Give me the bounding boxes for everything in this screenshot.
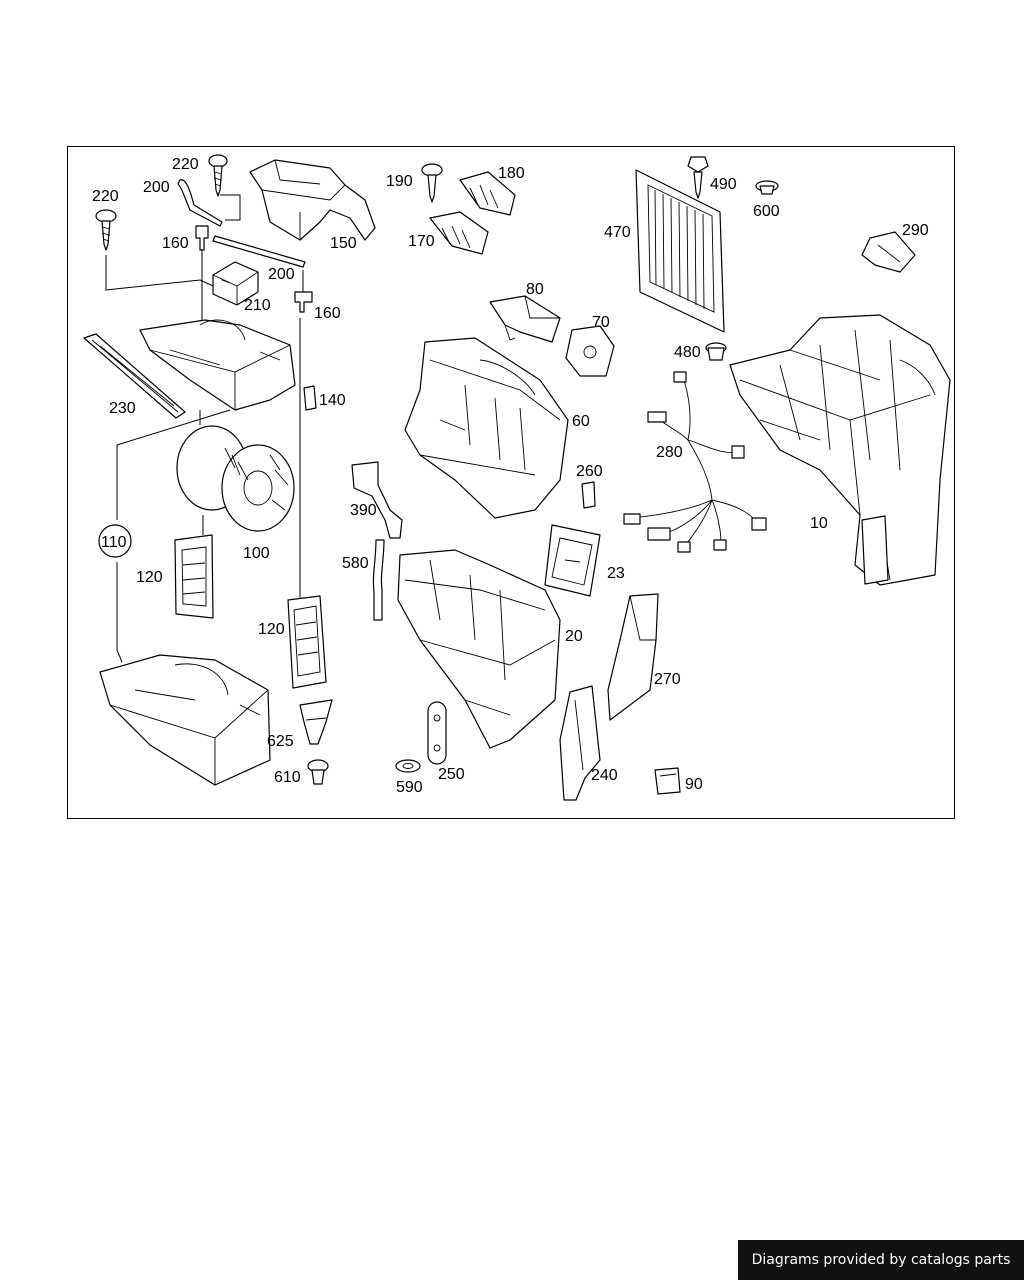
callout-20: 20: [565, 628, 583, 645]
callout-220-top: 220: [172, 156, 199, 173]
callout-270: 270: [654, 671, 681, 688]
fitting-625: [299, 699, 333, 745]
callout-190: 190: [386, 173, 413, 190]
actuator-210: [212, 261, 259, 306]
gear-part-180: [459, 171, 516, 216]
hose-580: [372, 539, 385, 621]
radiator-470: [635, 169, 725, 333]
callout-labels: 220 200 160 150 220 210 200 160 190 180 …: [92, 156, 929, 796]
sensor-390: [351, 461, 403, 539]
callout-160-right: 160: [314, 305, 341, 322]
callout-470: 470: [604, 224, 631, 241]
cap-480: [705, 342, 727, 361]
callout-150: 150: [330, 235, 357, 252]
callout-140: 140: [319, 392, 346, 409]
callout-180: 180: [498, 165, 525, 182]
housing-20: [397, 549, 561, 749]
callout-170: 170: [408, 233, 435, 250]
harness-280: [623, 371, 767, 553]
blower-housing-lower: [99, 654, 271, 786]
screw-220-top: [208, 154, 228, 197]
callout-290: 290: [902, 222, 929, 239]
diagram-frame: [67, 146, 955, 819]
servo-70: [565, 325, 615, 377]
blower-housing-upper: [139, 319, 296, 411]
clip-140: [303, 385, 317, 411]
screw-490: [687, 156, 709, 199]
callout-80: 80: [526, 281, 544, 298]
filter-120-right: [287, 595, 327, 689]
gear-part-170: [429, 211, 489, 255]
callout-240: 240: [591, 767, 618, 784]
footer-banner: Diagrams provided by catalogs parts: [738, 1240, 1024, 1280]
callout-90: 90: [685, 776, 703, 793]
callout-480: 480: [674, 344, 701, 361]
clip-160-right: [294, 291, 313, 313]
grommet-590: [395, 759, 421, 773]
callout-70: 70: [592, 314, 610, 331]
cap-600: [755, 180, 779, 195]
clip-160-left: [195, 225, 209, 251]
housing-60: [404, 337, 569, 519]
callout-120-left: 120: [136, 569, 163, 586]
flap-23: [544, 524, 601, 597]
blower-wheel-100: [176, 425, 295, 532]
callout-220-left: 220: [92, 188, 119, 205]
callout-260: 260: [576, 463, 603, 480]
callout-390: 390: [350, 502, 377, 519]
callout-200-top: 200: [143, 179, 170, 196]
callout-circle-110: [98, 524, 132, 558]
clip-260: [581, 481, 596, 509]
callout-250: 250: [438, 766, 465, 783]
leader-lines: [105, 194, 304, 663]
callout-23: 23: [607, 565, 625, 582]
clip-290: [861, 231, 916, 273]
callout-200-lower: 200: [268, 266, 295, 283]
callout-580: 580: [342, 555, 369, 572]
callout-110: 110: [101, 534, 127, 551]
screw-190: [421, 163, 443, 203]
screw-220-left: [95, 209, 117, 251]
gasket-250: [427, 701, 447, 765]
grommet-610: [307, 759, 329, 785]
hvac-module-10: [729, 314, 951, 586]
rod-200-top: [177, 179, 223, 227]
duct-270: [607, 593, 659, 721]
filter-panel-230: [83, 333, 186, 419]
callout-120-right: 120: [258, 621, 285, 638]
callout-160-left: 160: [162, 235, 189, 252]
clip-90: [654, 767, 681, 795]
callout-230: 230: [109, 400, 136, 417]
callout-100: 100: [243, 545, 270, 562]
duct-240: [559, 685, 601, 801]
callout-210: 210: [244, 297, 271, 314]
callout-610: 610: [274, 769, 301, 786]
callout-60: 60: [572, 413, 590, 430]
callout-590: 590: [396, 779, 423, 796]
callout-625: 625: [267, 733, 294, 750]
callout-280: 280: [656, 444, 683, 461]
callout-10: 10: [810, 515, 828, 532]
duct-cover-150: [249, 159, 376, 241]
callout-600: 600: [753, 203, 780, 220]
flap-motor-80: [489, 295, 561, 343]
rod-200-lower: [212, 235, 306, 268]
footer-text: Diagrams provided by catalogs parts: [751, 1252, 1011, 1268]
callout-490: 490: [710, 176, 737, 193]
filter-120-left: [174, 534, 214, 619]
